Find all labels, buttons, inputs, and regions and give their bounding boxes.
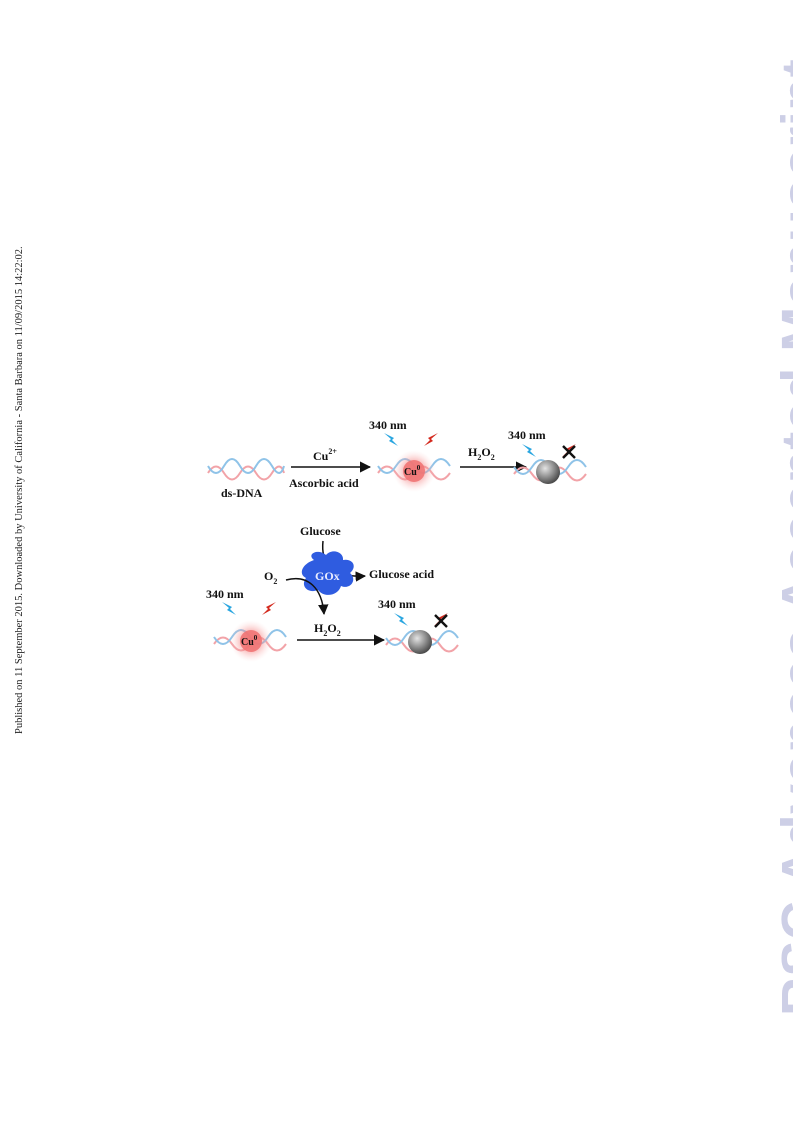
enzyme-label: GOx [315, 569, 340, 583]
glucose-label: Glucose [300, 524, 341, 538]
oxygen-arrow [285, 577, 329, 616]
gluconic-acid-label: Glucose acid [369, 567, 434, 581]
blue-bolt-icon [222, 602, 236, 615]
wavelength-label-2: 340 nm [508, 428, 546, 442]
copper-particle [240, 630, 262, 652]
blue-bolt-icon [394, 613, 408, 626]
wavelength-label-1: 340 nm [369, 418, 407, 432]
oxygen-label: O2 [264, 569, 277, 586]
enzyme-blob [301, 551, 354, 595]
quenched-cross-icon [434, 614, 448, 628]
dna-strand-1 [207, 458, 285, 481]
oxidized-particle [408, 630, 432, 654]
quenched-cross-icon [562, 445, 576, 459]
red-bolt-icon [262, 602, 276, 615]
copper-particle-label: Cu0 [241, 634, 258, 648]
blue-bolt-icon [522, 444, 536, 457]
ascorbic-acid-label: Ascorbic acid [289, 476, 359, 490]
copper-particle [403, 460, 425, 482]
blue-bolt-icon [384, 433, 398, 446]
oxidized-particle [536, 460, 560, 484]
peroxide-label-2: H2O2 [314, 621, 341, 638]
wavelength-label-4: 340 nm [378, 597, 416, 611]
dna-label: ds-DNA [221, 486, 263, 500]
red-bolt-icon [424, 433, 438, 446]
copper-particle-label: Cu0 [404, 464, 421, 478]
copper-ion-label: Cu2+ [313, 447, 337, 463]
peroxide-label-1: H2O2 [468, 445, 495, 462]
wavelength-label-3: 340 nm [206, 587, 244, 601]
